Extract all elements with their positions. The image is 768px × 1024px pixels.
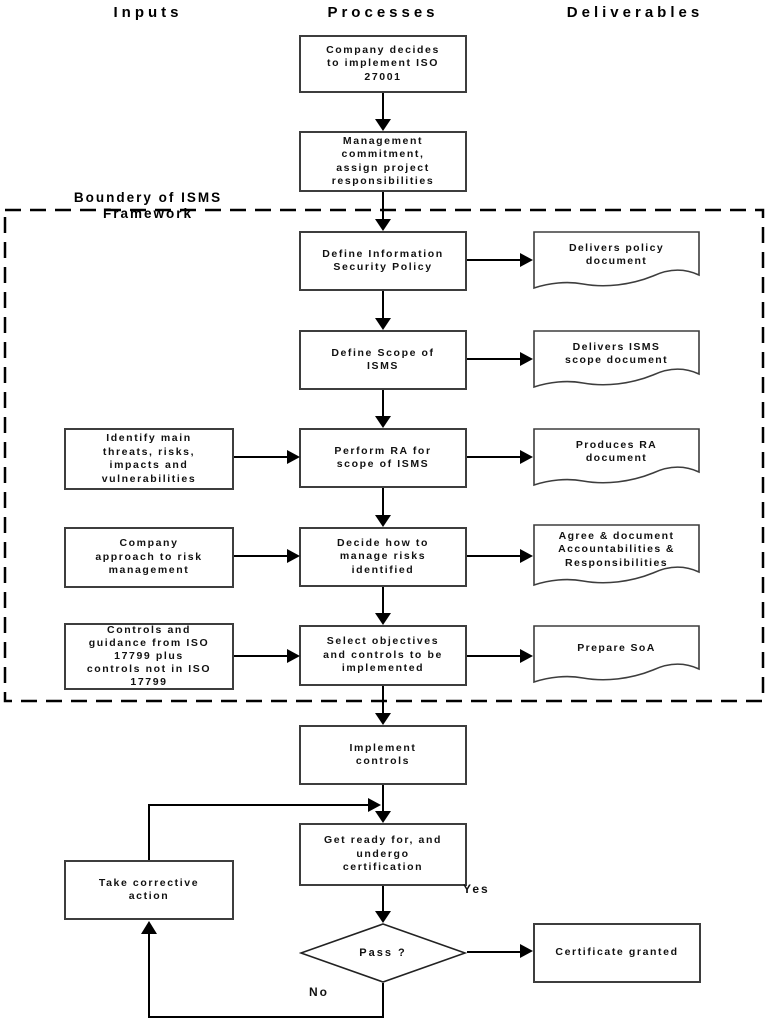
input-box-identify-threats: Identify main threats, risks, impacts an… bbox=[64, 428, 234, 490]
connector-input2-decide bbox=[234, 555, 288, 557]
connector-p9-decision bbox=[382, 886, 384, 911]
arrowhead-down-p9 bbox=[375, 811, 391, 823]
connector-p3-p4 bbox=[382, 291, 384, 318]
connector-p1-p2 bbox=[382, 93, 384, 119]
box-take-corrective-action: Take corrective action bbox=[64, 860, 234, 920]
arrowhead-right-scope-doc bbox=[520, 352, 533, 366]
input-box-risk-approach: Company approach to risk management bbox=[64, 527, 234, 588]
connector-pass-certificate bbox=[467, 951, 521, 953]
deliverable-doc-policy: Delivers policy document bbox=[533, 231, 700, 295]
arrowhead-right-ra-doc bbox=[520, 450, 533, 464]
deliverable-doc-accountabilities: Agree & document Accountabilities & Resp… bbox=[533, 524, 700, 592]
arrowhead-right-accountabilities-doc bbox=[520, 549, 533, 563]
arrowhead-down-p4 bbox=[375, 318, 391, 330]
process-box-select-controls: Select objectives and controls to be imp… bbox=[299, 625, 467, 686]
decision-diamond-pass: Pass ? bbox=[298, 922, 468, 984]
connector-p5-p6 bbox=[382, 488, 384, 515]
arrowhead-right-decide bbox=[287, 549, 300, 563]
arrowhead-right-certificate bbox=[520, 944, 533, 958]
arrowhead-right-rejoin bbox=[368, 798, 381, 812]
deliverable-doc-soa: Prepare SoA bbox=[533, 625, 700, 689]
column-header-processes: Processes bbox=[327, 4, 439, 21]
document-shape-icon bbox=[533, 330, 700, 389]
document-shape-icon bbox=[533, 625, 700, 684]
connector-no-left bbox=[148, 1016, 384, 1018]
box-certificate-granted: Certificate granted bbox=[533, 923, 701, 983]
connector-p4-p5 bbox=[382, 390, 384, 416]
input-box-controls-guidance: Controls and guidance from ISO 17799 plu… bbox=[64, 623, 234, 690]
connector-no-down bbox=[382, 983, 384, 1018]
diamond-shape-icon bbox=[298, 923, 468, 983]
arrowhead-down-p3 bbox=[375, 219, 391, 231]
column-header-deliverables: Deliverables bbox=[566, 4, 704, 21]
document-shape-icon bbox=[533, 524, 700, 587]
process-box-implement-controls: Implement controls bbox=[299, 725, 467, 785]
process-box-define-scope: Define Scope of ISMS bbox=[299, 330, 467, 390]
connector-corrective-right bbox=[148, 804, 368, 806]
edge-label-no: No bbox=[309, 985, 329, 999]
isms-boundary-label: Boundery of ISMS Framework bbox=[73, 190, 223, 221]
connector-p7-p8 bbox=[382, 686, 384, 713]
arrowhead-down-p7 bbox=[375, 613, 391, 625]
document-shape-icon bbox=[533, 428, 700, 487]
arrowhead-up-corrective bbox=[141, 921, 157, 934]
arrowhead-down-p2 bbox=[375, 119, 391, 131]
arrowhead-down-p6 bbox=[375, 515, 391, 527]
connector-input1-ra bbox=[234, 456, 288, 458]
connector-accountabilities-doc bbox=[467, 555, 521, 557]
arrowhead-right-policy-doc bbox=[520, 253, 533, 267]
connector-p8-p9 bbox=[382, 785, 384, 811]
arrowhead-right-soa-doc bbox=[520, 649, 533, 663]
process-box-get-ready-certification: Get ready for, and undergo certification bbox=[299, 823, 467, 886]
arrowhead-down-p5 bbox=[375, 416, 391, 428]
process-box-perform-ra: Perform RA for scope of ISMS bbox=[299, 428, 467, 488]
process-box-define-policy: Define Information Security Policy bbox=[299, 231, 467, 291]
arrowhead-right-select bbox=[287, 649, 300, 663]
column-header-inputs: Inputs bbox=[113, 4, 183, 21]
connector-input3-select bbox=[234, 655, 288, 657]
connector-p6-p7 bbox=[382, 587, 384, 613]
connector-policy-doc bbox=[467, 259, 521, 261]
deliverable-doc-ra: Produces RA document bbox=[533, 428, 700, 492]
process-box-company-decides: Company decides to implement ISO 27001 bbox=[299, 35, 467, 93]
connector-soa-doc bbox=[467, 655, 521, 657]
connector-no-up bbox=[148, 934, 150, 1018]
arrowhead-down-decision bbox=[375, 911, 391, 923]
connector-p2-p3 bbox=[382, 192, 384, 219]
arrowhead-right-ra bbox=[287, 450, 300, 464]
process-box-management-commitment: Management commitment, assign project re… bbox=[299, 131, 467, 192]
deliverable-doc-scope: Delivers ISMS scope document bbox=[533, 330, 700, 394]
arrowhead-down-p8 bbox=[375, 713, 391, 725]
connector-ra-doc bbox=[467, 456, 521, 458]
connector-corrective-up bbox=[148, 805, 150, 860]
document-shape-icon bbox=[533, 231, 700, 290]
process-box-decide-risks: Decide how to manage risks identified bbox=[299, 527, 467, 587]
connector-scope-doc bbox=[467, 358, 521, 360]
edge-label-yes: Yes bbox=[463, 882, 490, 896]
